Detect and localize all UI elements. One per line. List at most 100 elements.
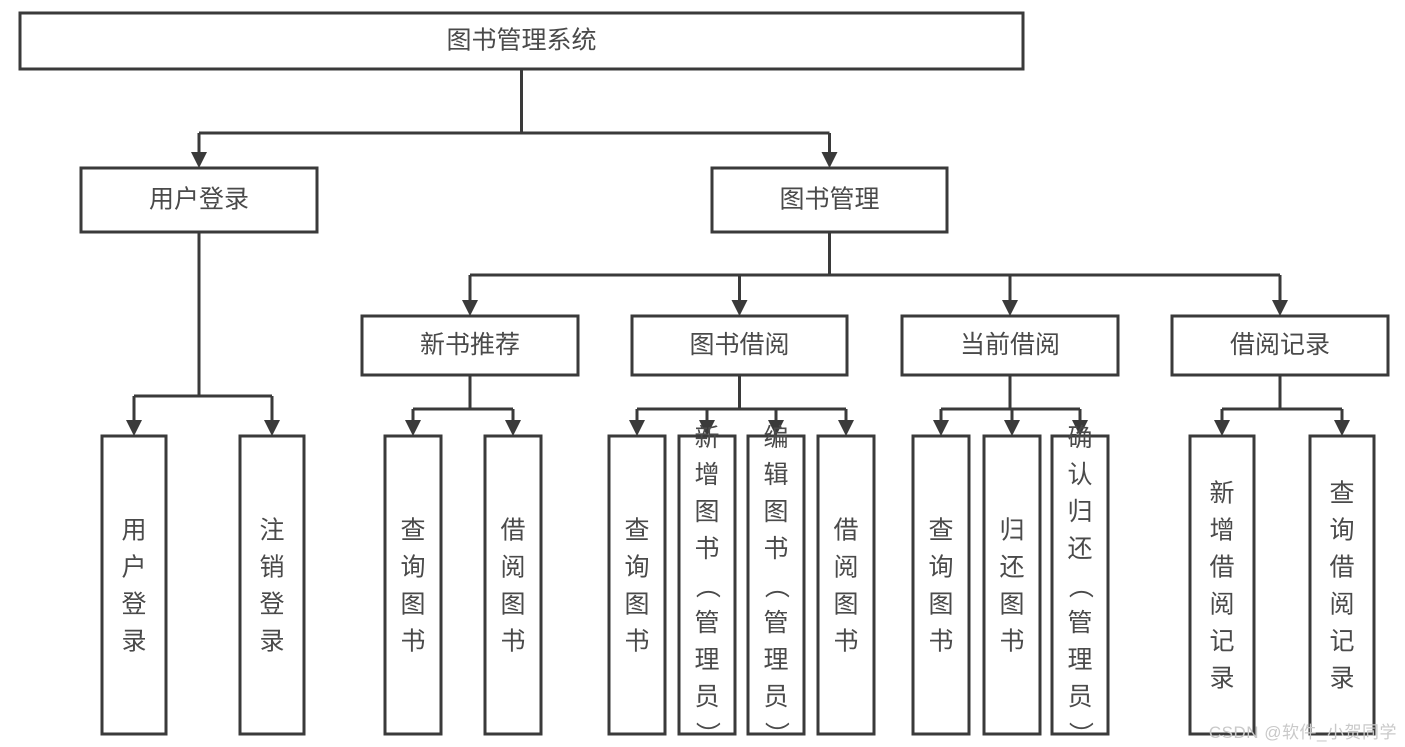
node-label-book-borrow: 图书借阅 xyxy=(689,331,789,359)
connector-lines xyxy=(126,69,1350,436)
new-book-recommend-to-leaf-query-book-1-arrowhead xyxy=(405,420,421,436)
book-borrow-to-leaf-add-book-arrowhead xyxy=(699,420,715,436)
node-box-borrow-record xyxy=(1170,314,1390,377)
svg-text:）: ） xyxy=(693,721,721,746)
book-borrow-to-leaf-edit-book-arrowhead xyxy=(768,420,784,436)
svg-text:书: 书 xyxy=(928,628,953,656)
svg-text:记: 记 xyxy=(1209,628,1234,656)
svg-text:增: 增 xyxy=(694,461,719,489)
svg-text:图: 图 xyxy=(763,498,788,526)
svg-text:借: 借 xyxy=(500,517,525,545)
svg-text:阅: 阅 xyxy=(1209,591,1234,619)
svg-text:理: 理 xyxy=(763,646,788,674)
svg-text:书: 书 xyxy=(763,535,788,563)
svg-text:借: 借 xyxy=(1209,554,1234,582)
svg-text:增: 增 xyxy=(1209,517,1234,545)
svg-text:询: 询 xyxy=(400,554,425,582)
node-borrow-record: 借阅记录 xyxy=(1170,314,1390,377)
svg-text:查: 查 xyxy=(624,517,649,545)
leaf-user-login: 用户登录 xyxy=(100,434,168,736)
leaf-borrow-book-1-box xyxy=(483,434,543,736)
leaf-query-book-2-box xyxy=(607,434,667,736)
svg-text:图: 图 xyxy=(694,498,719,526)
svg-text:登: 登 xyxy=(121,591,146,619)
svg-text:询: 询 xyxy=(1329,517,1354,545)
svg-text:用: 用 xyxy=(121,517,146,545)
leaf-borrow-book-2-box xyxy=(816,434,876,736)
book-management-to-current-borrow-arrowhead xyxy=(1002,300,1018,316)
node-new-book-recommend: 新书推荐 xyxy=(360,314,580,377)
new-book-recommend-to-leaf-borrow-book-1-arrowhead xyxy=(505,420,521,436)
svg-text:书: 书 xyxy=(400,628,425,656)
leaf-return-book-box xyxy=(982,434,1042,736)
svg-text:还: 还 xyxy=(999,554,1024,582)
svg-text:归: 归 xyxy=(999,517,1024,545)
svg-text:查: 查 xyxy=(928,517,953,545)
svg-text:新: 新 xyxy=(694,424,719,452)
node-box-book-management xyxy=(710,166,949,234)
svg-text:归: 归 xyxy=(1067,498,1092,526)
svg-text:录: 录 xyxy=(1209,665,1234,693)
svg-text:（: （ xyxy=(693,573,721,598)
book-management-to-borrow-record-arrowhead xyxy=(1272,300,1288,316)
node-book-management: 图书管理 xyxy=(710,166,949,234)
svg-text:理: 理 xyxy=(1067,646,1092,674)
book-borrow-to-leaf-query-book-2-arrowhead xyxy=(629,420,645,436)
svg-text:还: 还 xyxy=(1067,535,1092,563)
svg-text:辑: 辑 xyxy=(763,461,788,489)
svg-text:记: 记 xyxy=(1329,628,1354,656)
svg-text:确: 确 xyxy=(1067,424,1092,452)
svg-text:图: 图 xyxy=(999,591,1024,619)
root-to-user-login-arrowhead xyxy=(191,152,207,168)
book-management-to-new-book-recommend-arrowhead xyxy=(462,300,478,316)
leaf-confirm-return-box xyxy=(1050,434,1110,736)
svg-text:录: 录 xyxy=(121,628,146,656)
current-borrow-to-leaf-return-book-arrowhead xyxy=(1004,420,1020,436)
node-box-current-borrow xyxy=(900,314,1120,377)
current-borrow-to-leaf-confirm-return-arrowhead xyxy=(1072,420,1088,436)
leaf-edit-book-box xyxy=(746,434,806,736)
svg-text:图: 图 xyxy=(500,591,525,619)
node-label-book-management: 图书管理 xyxy=(779,186,879,214)
leaf-query-book-3-box xyxy=(911,434,971,736)
node-book-borrow: 图书借阅 xyxy=(630,314,849,377)
svg-text:认: 认 xyxy=(1067,461,1092,489)
node-label-user-login: 用户登录 xyxy=(149,186,249,214)
svg-text:阅: 阅 xyxy=(833,554,858,582)
node-label-current-borrow: 当前借阅 xyxy=(960,331,1060,359)
leaf-add-record-box xyxy=(1188,434,1256,736)
node-box-book-borrow xyxy=(630,314,849,377)
svg-text:员: 员 xyxy=(1067,683,1092,711)
svg-text:图: 图 xyxy=(400,591,425,619)
svg-text:书: 书 xyxy=(694,535,719,563)
svg-text:（: （ xyxy=(1066,573,1094,598)
node-label-root: 图书管理系统 xyxy=(446,27,596,55)
leaf-logout-box xyxy=(238,434,306,736)
svg-text:书: 书 xyxy=(999,628,1024,656)
svg-text:书: 书 xyxy=(500,628,525,656)
svg-text:查: 查 xyxy=(400,517,425,545)
svg-text:）: ） xyxy=(1066,721,1094,746)
svg-text:书: 书 xyxy=(624,628,649,656)
svg-text:阅: 阅 xyxy=(500,554,525,582)
svg-text:注: 注 xyxy=(259,517,284,545)
leaf-add-book-box xyxy=(677,434,737,736)
svg-text:户: 户 xyxy=(121,554,146,582)
node-label-new-book-recommend: 新书推荐 xyxy=(420,331,520,359)
user-login-to-leaf-logout-arrowhead xyxy=(264,420,280,436)
node-current-borrow: 当前借阅 xyxy=(900,314,1120,377)
svg-text:员: 员 xyxy=(763,683,788,711)
svg-text:书: 书 xyxy=(833,628,858,656)
borrow-record-to-leaf-add-record-arrowhead xyxy=(1214,420,1230,436)
